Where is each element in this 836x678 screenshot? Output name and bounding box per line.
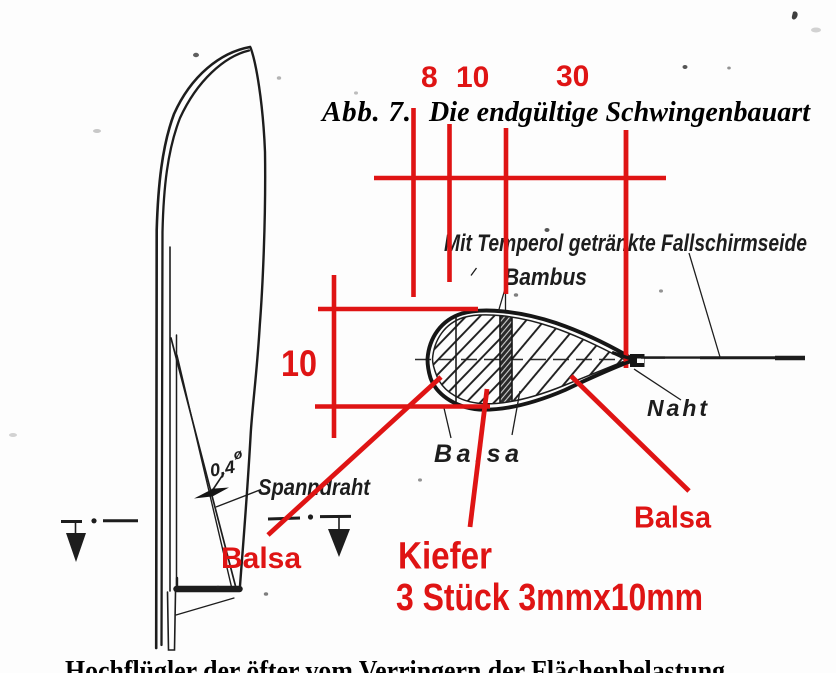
svg-text:10: 10 — [456, 61, 489, 94]
svg-text:ø: ø — [232, 445, 244, 462]
svg-text:8: 8 — [421, 61, 438, 94]
svg-text:Bambus: Bambus — [504, 264, 587, 291]
svg-text:10: 10 — [281, 343, 317, 384]
svg-text:30: 30 — [556, 60, 589, 93]
svg-text:Die endgültige Schwingenbauart: Die endgültige Schwingenbauart — [428, 97, 811, 128]
svg-text:Spanndraht: Spanndraht — [258, 474, 371, 500]
svg-text:3 Stück 3mmx10mm: 3 Stück 3mmx10mm — [396, 577, 703, 619]
svg-text:Balsa: Balsa — [634, 500, 712, 535]
svg-text:Balsa: Balsa — [221, 542, 301, 575]
svg-text:Kiefer: Kiefer — [398, 536, 492, 578]
svg-text:Naht: Naht — [647, 395, 708, 421]
svg-text:0,4: 0,4 — [208, 457, 236, 481]
svg-text:Hochflügler der öfter vom Verr: Hochflügler der öfter vom Verringern der… — [65, 655, 725, 673]
svg-text:Abb. 7.: Abb. 7. — [320, 96, 411, 128]
